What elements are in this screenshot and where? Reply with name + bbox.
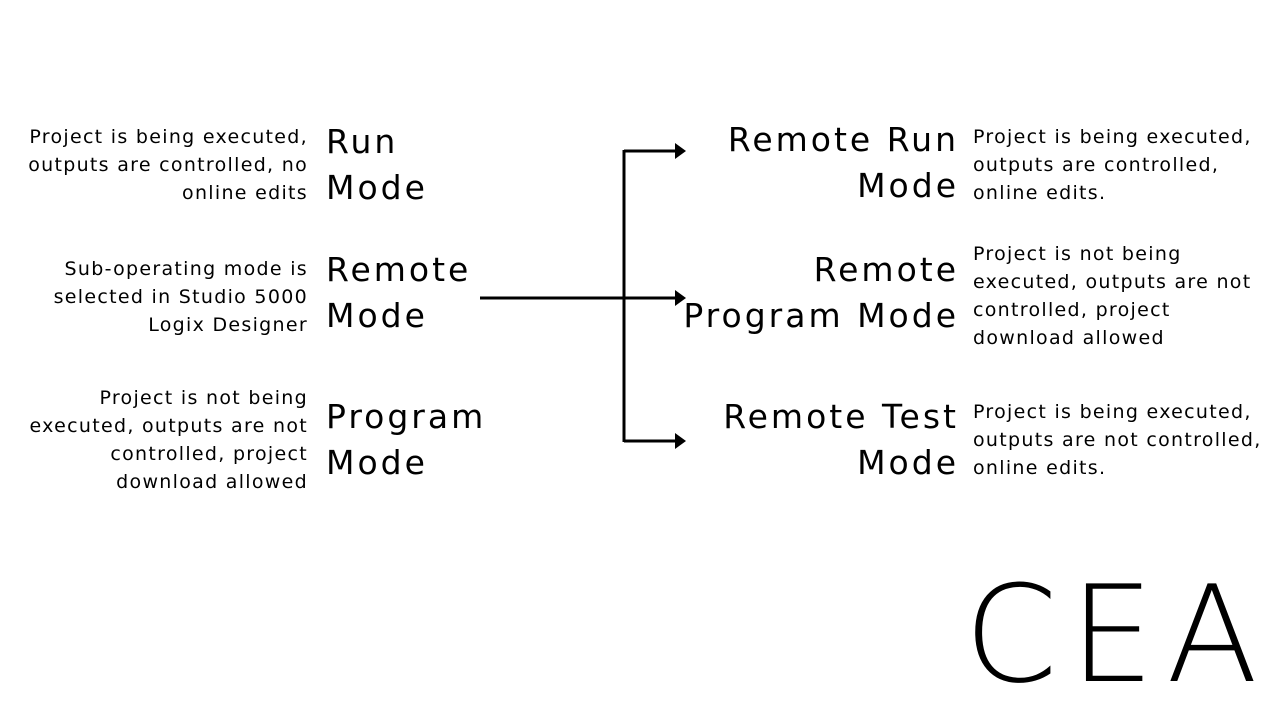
arrowhead-remote-test <box>675 433 686 449</box>
program-mode-description: Project is not being executed, outputs a… <box>29 387 308 493</box>
program-mode-label: Program Mode <box>326 397 487 482</box>
remote-run-mode-description: Project is being executed, outputs are c… <box>973 126 1252 204</box>
remote-program-mode-description: Project is not being executed, outputs a… <box>973 243 1252 349</box>
remote-test-mode-description: Project is being executed, outputs are n… <box>973 401 1262 479</box>
remote-program-mode-label: Remote Program Mode <box>683 250 959 335</box>
arrowhead-remote-run <box>675 143 686 159</box>
run-mode-description: Project is being executed, outputs are c… <box>28 126 308 204</box>
remote-test-mode-label: Remote Test Mode <box>723 397 959 482</box>
remote-run-mode-label: Remote Run Mode <box>727 120 959 205</box>
arrowhead-remote-program <box>675 290 686 306</box>
cea-logo: CEA <box>964 557 1270 713</box>
run-mode-label: Run Mode <box>326 122 428 207</box>
remote-mode-label: Remote Mode <box>326 250 472 335</box>
remote-mode-description: Sub-operating mode is selected in Studio… <box>53 258 308 336</box>
